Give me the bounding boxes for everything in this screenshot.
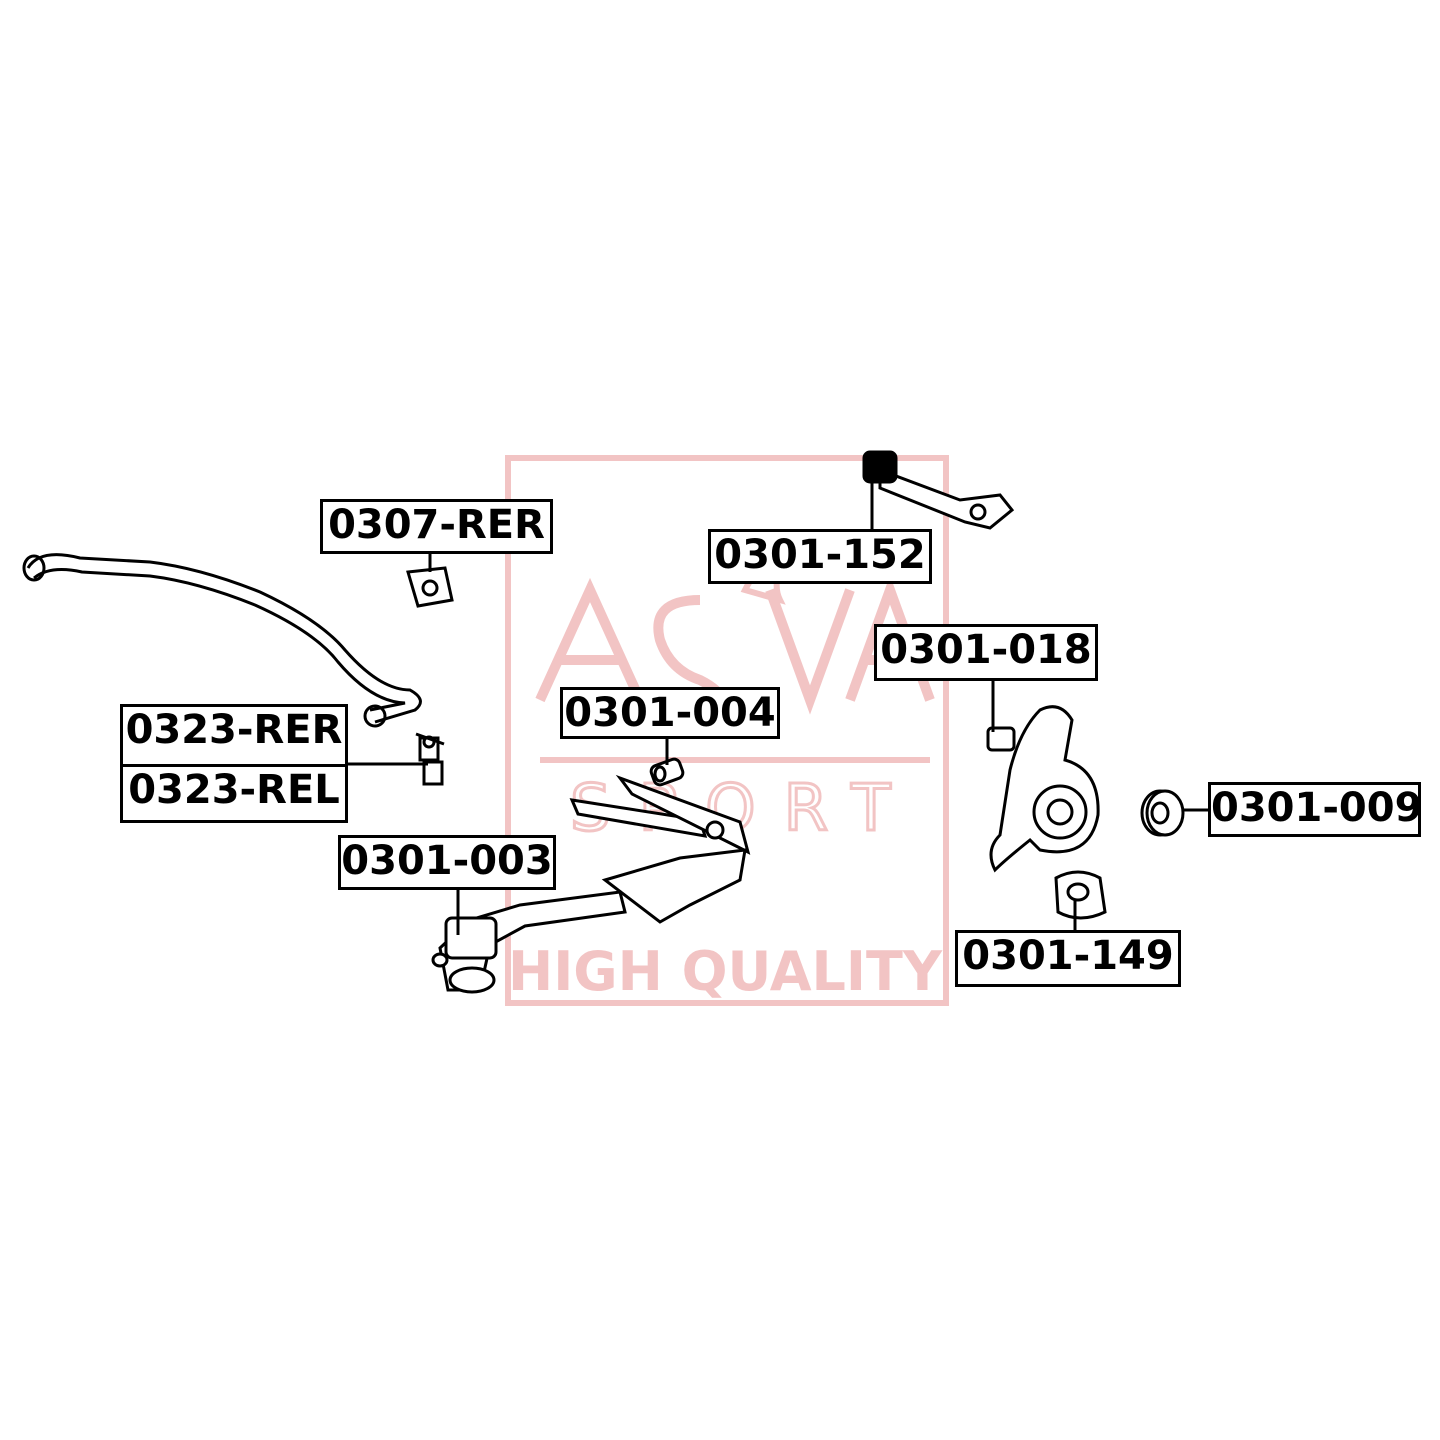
label-0301-152[interactable]: 0301-152 (708, 529, 932, 584)
asva-sport-watermark (505, 455, 949, 1006)
label-0323-rel[interactable]: 0323-REL (120, 764, 348, 823)
label-0301-009[interactable]: 0301-009 (1208, 782, 1422, 837)
label-0301-018[interactable]: 0301-018 (874, 624, 1098, 681)
watermark-high-quality-text: HIGH QUALITY (508, 940, 943, 1003)
lower-arm-drawing (431, 774, 751, 994)
label-0307-rer[interactable]: 0307-RER (320, 499, 553, 554)
label-0301-149[interactable]: 0301-149 (955, 930, 1181, 987)
bushing-009-drawing (1140, 789, 1185, 837)
knuckle-drawing (986, 705, 1100, 873)
stabilizer-bar-drawing (22, 553, 422, 728)
label-0323-rer[interactable]: 0323-RER (120, 704, 348, 767)
stabilizer-link-drawing (415, 732, 445, 786)
label-0301-003[interactable]: 0301-003 (338, 835, 556, 890)
bushing-004-drawing (649, 757, 685, 787)
upper-arm-drawing (862, 450, 1015, 530)
leader-lines (346, 480, 1210, 935)
label-0301-004[interactable]: 0301-004 (560, 687, 780, 739)
bushing-149-drawing (1054, 870, 1107, 920)
